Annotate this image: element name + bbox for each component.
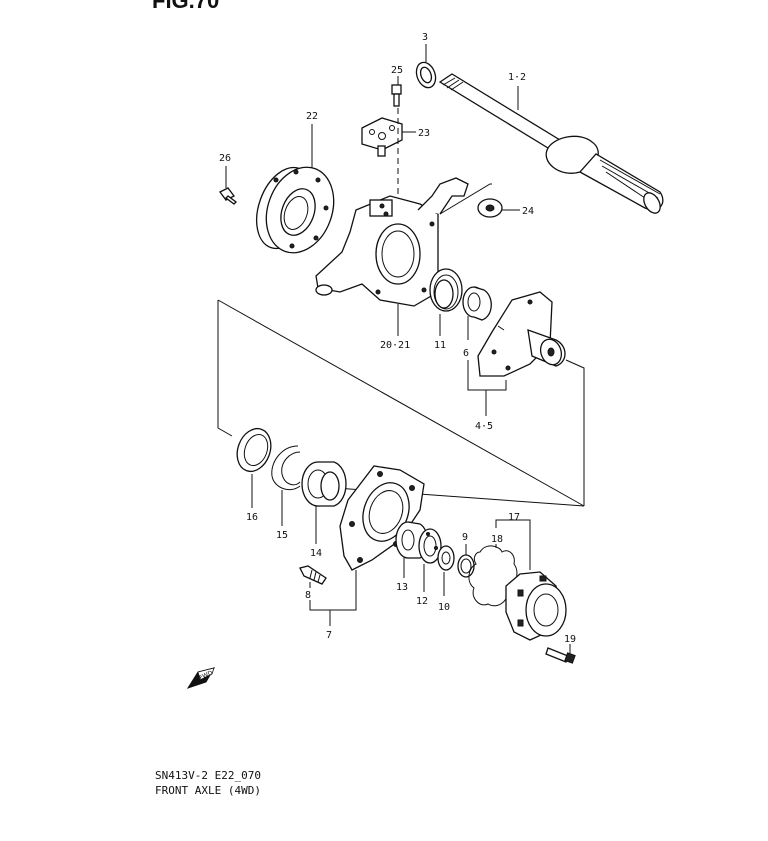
callout-6: 6 bbox=[463, 348, 469, 359]
callout-18: 18 bbox=[491, 534, 503, 545]
callout-12: 12 bbox=[416, 596, 428, 607]
callout-11: 11 bbox=[434, 340, 446, 351]
part-4-5-spindle bbox=[467, 291, 566, 416]
callout-13: 13 bbox=[396, 582, 408, 593]
callout-23: 23 bbox=[418, 128, 430, 139]
callout-25: 25 bbox=[391, 65, 403, 76]
part-17-free-wheeling-hub bbox=[495, 519, 567, 641]
part-8-hub-bolt bbox=[299, 565, 327, 588]
callout-1-2: 1·2 bbox=[508, 72, 526, 83]
callout-15: 15 bbox=[276, 530, 288, 541]
fwd-arrow-icon: FWD bbox=[186, 667, 216, 689]
part-14-wheel-bearing bbox=[301, 461, 347, 544]
part-15-circlip bbox=[271, 445, 301, 526]
figure-caption: FRONT AXLE (4WD) bbox=[155, 784, 261, 797]
callout-24: 24 bbox=[522, 206, 534, 217]
callout-9: 9 bbox=[462, 532, 468, 543]
part-10-lock-nut bbox=[437, 545, 455, 596]
callout-16: 16 bbox=[246, 512, 258, 523]
part-24-bearing bbox=[439, 183, 520, 218]
part-9-snap-ring bbox=[457, 544, 475, 578]
part-7-wheel-hub bbox=[309, 465, 425, 626]
callout-3: 3 bbox=[422, 32, 428, 43]
callout-4-5: 4·5 bbox=[475, 421, 493, 432]
part-26-bolt bbox=[219, 166, 237, 205]
callout-10: 10 bbox=[438, 602, 450, 613]
part-23-kingpin-plate bbox=[361, 108, 416, 200]
part-6-bushing bbox=[462, 286, 492, 340]
part-11-oil-seal bbox=[429, 268, 463, 336]
part-20-21-steering-knuckle bbox=[315, 177, 469, 336]
part-22-hub-flange bbox=[256, 124, 335, 254]
callout-17: 17 bbox=[508, 512, 520, 523]
callout-26: 26 bbox=[219, 153, 231, 164]
callout-19: 19 bbox=[564, 634, 576, 645]
part-19-bolt bbox=[545, 644, 576, 664]
part-25-bolt bbox=[391, 76, 402, 107]
callout-20-21: 20·21 bbox=[380, 340, 410, 351]
callout-14: 14 bbox=[310, 548, 322, 559]
part-18-gasket bbox=[468, 544, 518, 607]
figure-title: FIG.70 bbox=[152, 0, 220, 13]
part-3-washer bbox=[415, 44, 437, 89]
callout-22: 22 bbox=[306, 111, 318, 122]
callout-8: 8 bbox=[305, 590, 311, 601]
callout-7: 7 bbox=[326, 630, 332, 641]
figure-footer: SN413V-2 E22_070 FRONT AXLE (4WD) bbox=[155, 768, 261, 798]
part-16-seal-ring bbox=[236, 427, 272, 508]
figure-code: SN413V-2 E22_070 bbox=[155, 769, 261, 782]
part-1-2-drive-shaft bbox=[438, 73, 664, 214]
part-12-lock-washer bbox=[418, 528, 442, 592]
